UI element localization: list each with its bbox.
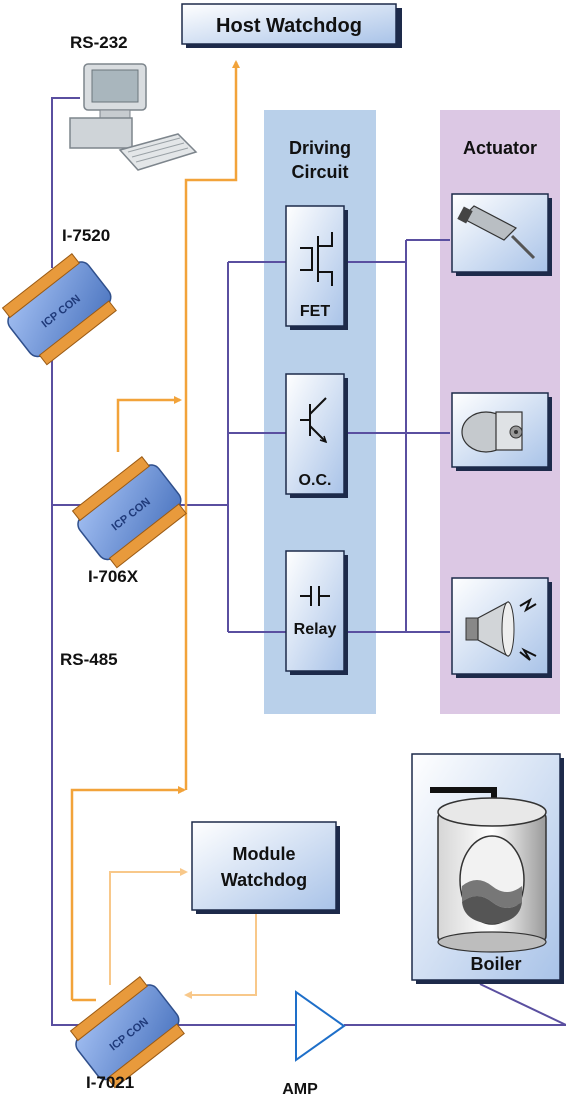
i7021-module-icon: ICP CON	[69, 976, 185, 1089]
boiler-tank-icon	[430, 787, 547, 953]
motor-icon	[461, 411, 523, 453]
host-watchdog-label: Host Watchdog	[216, 15, 362, 37]
driving-circuit-title-line2: Circuit	[291, 162, 348, 182]
driving-circuit-title-line1: Driving	[289, 138, 351, 158]
relay-contact-icon	[300, 586, 330, 606]
rs485-label: RS-485	[60, 650, 118, 669]
host-watchdog-wiring	[70, 60, 240, 1002]
actuator-box-3	[451, 577, 552, 678]
rs232-label: RS-232	[70, 33, 128, 52]
i706x-label: I-706X	[88, 567, 139, 586]
i7520-module-icon: ICP CON	[1, 253, 117, 366]
actuator-box-1	[451, 193, 552, 276]
fet-symbol-icon	[300, 232, 333, 286]
module-watchdog-label-line2: Watchdog	[221, 870, 307, 890]
amp-label: AMP	[282, 1081, 318, 1098]
fet-label: FET	[300, 303, 330, 320]
siren-speaker-icon	[465, 597, 537, 661]
oc-driver-box: O.C.	[285, 373, 348, 498]
boiler-box: Boiler	[411, 753, 564, 984]
module-watchdog-box: Module Watchdog	[191, 821, 340, 914]
module-watchdog-label-line1: Module	[233, 844, 296, 864]
i706x-module-icon: ICP CON	[71, 456, 187, 569]
i7520-label: I-7520	[62, 226, 110, 245]
actuator-title: Actuator	[463, 138, 537, 158]
actuator-box-2	[451, 392, 552, 471]
relay-driver-box: Relay	[285, 550, 348, 675]
oc-label: O.C.	[299, 472, 332, 489]
amplifier-triangle-icon	[295, 990, 346, 1062]
relay-label: Relay	[294, 621, 337, 638]
host-watchdog-box: Host Watchdog	[181, 3, 402, 48]
bus-wiring	[51, 97, 566, 1026]
fet-driver-box: FET	[285, 205, 348, 330]
linear-actuator-icon	[457, 205, 536, 260]
i7021-label: I-7021	[86, 1073, 134, 1092]
desktop-computer-icon	[69, 63, 198, 171]
module-watchdog-wiring	[109, 868, 257, 999]
transistor-symbol-icon	[300, 397, 328, 444]
boiler-label: Boiler	[470, 954, 521, 974]
